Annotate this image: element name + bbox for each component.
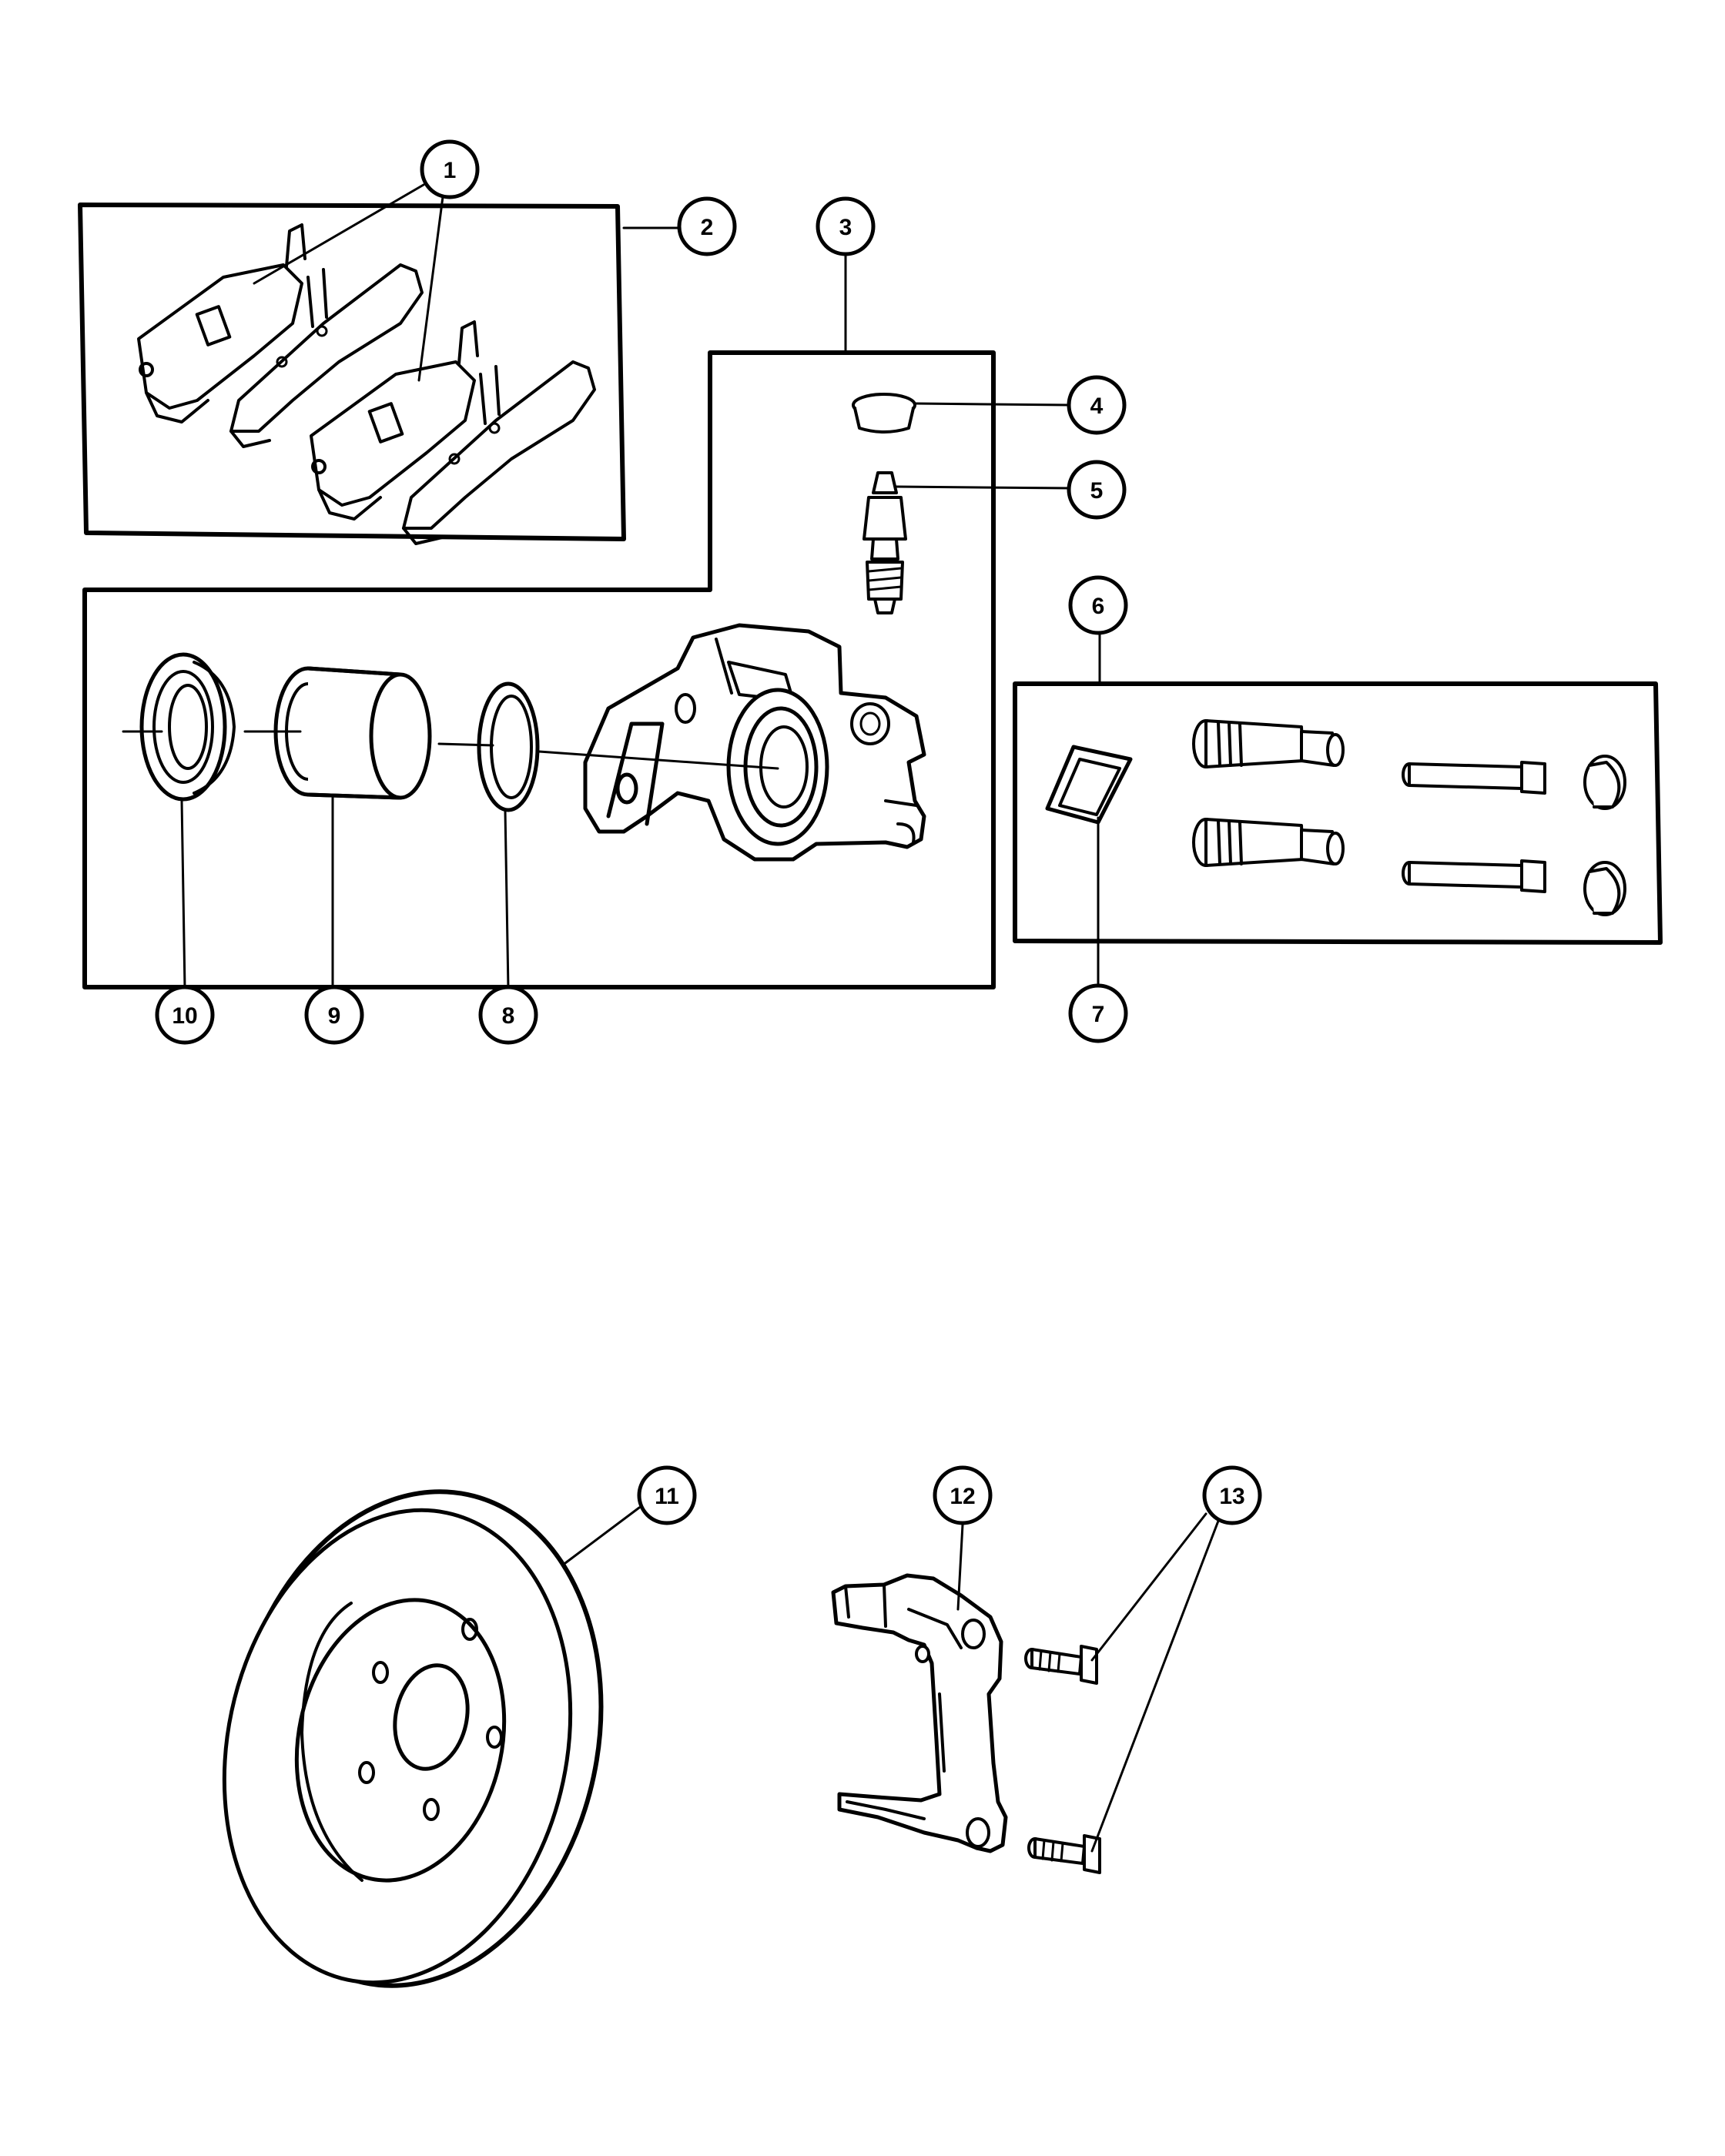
dust-boot-illustration (139, 652, 236, 802)
callout-5: 5 (1067, 460, 1127, 520)
callout-13-label: 13 (1219, 1484, 1244, 1509)
callout-3-label: 3 (839, 215, 852, 240)
piston-illustration (273, 666, 432, 800)
callout-2: 2 (677, 196, 737, 256)
callout-4-label: 4 (1090, 393, 1104, 419)
bleeder-cap-illustration (852, 393, 916, 434)
callout-4: 4 (1067, 375, 1127, 435)
callout-1-label: 1 (444, 158, 457, 183)
callout-6: 6 (1068, 575, 1128, 635)
pin-cap-illustration-lower (1583, 861, 1626, 916)
caliper-housing-illustration (583, 623, 926, 862)
callout-1: 1 (420, 139, 480, 199)
pin-cap-illustration-upper (1583, 755, 1626, 810)
brake-pads-illustration (137, 223, 596, 545)
hardware-kit-box (1013, 681, 1663, 945)
guide-pin-illustration-upper (1402, 761, 1546, 795)
exploded-view-axis (122, 730, 779, 770)
grease-packet-illustration (1045, 745, 1133, 825)
callout-11-label: 11 (655, 1484, 679, 1509)
adapter-bolt-illustration-upper (1024, 1645, 1098, 1685)
bushing-illustration-upper (1192, 719, 1345, 768)
leader-lines (180, 183, 1221, 1853)
callout-9: 9 (304, 985, 364, 1045)
callout-5-label: 5 (1090, 478, 1104, 504)
caliper-assembly-box (82, 350, 996, 989)
callout-2-label: 2 (701, 215, 714, 240)
callout-11: 11 (637, 1465, 697, 1525)
bushing-illustration-lower (1192, 818, 1345, 867)
brake-pad-kit-box (78, 203, 626, 541)
callout-6-label: 6 (1092, 594, 1105, 619)
callout-7-label: 7 (1092, 1002, 1105, 1027)
adapter-bolt-illustration-lower (1027, 1834, 1101, 1874)
callout-3: 3 (816, 196, 876, 256)
callout-8: 8 (478, 985, 538, 1045)
caliper-adapter-illustration (831, 1573, 1008, 1853)
callout-10-label: 10 (172, 1003, 197, 1029)
callout-9-label: 9 (328, 1003, 341, 1029)
callout-10: 10 (155, 985, 215, 1045)
callout-13: 13 (1202, 1465, 1262, 1525)
callout-12-label: 12 (950, 1484, 975, 1509)
bleeder-screw-illustration (862, 471, 907, 614)
piston-seal-illustration (477, 681, 540, 812)
guide-pin-illustration-lower (1402, 859, 1546, 893)
callout-8-label: 8 (502, 1003, 515, 1029)
brake-rotor-illustration (222, 1489, 604, 1988)
callout-12: 12 (933, 1465, 993, 1525)
callout-7: 7 (1068, 983, 1128, 1043)
